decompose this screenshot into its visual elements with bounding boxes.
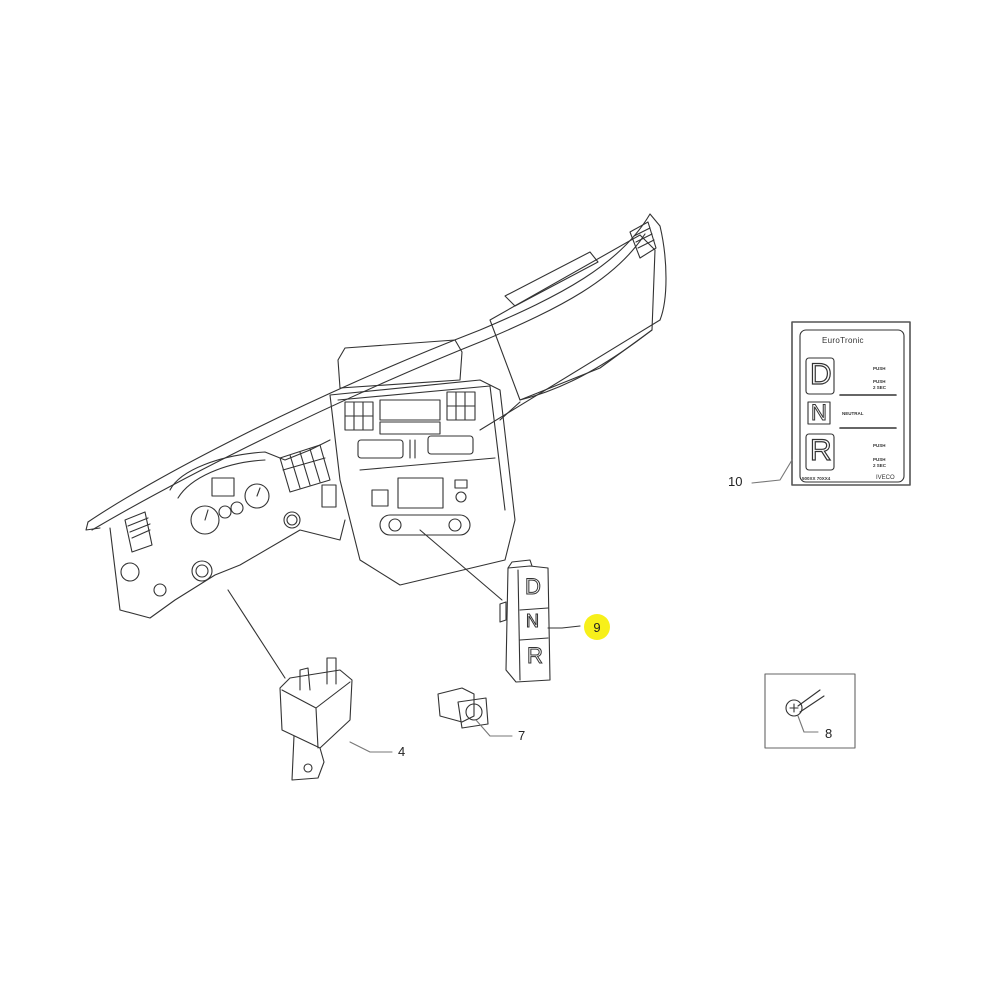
callout-10: 10 <box>728 474 743 489</box>
switch-cap-part <box>437 687 513 737</box>
decal-letter-d: D <box>809 358 832 391</box>
selector-key-r: R <box>527 643 544 668</box>
decal-d-line-1: PUSH <box>873 366 886 371</box>
gear-selector-part <box>499 559 581 683</box>
decal-d-line-2: PUSH <box>873 379 886 384</box>
relay-part <box>279 657 393 781</box>
callout-9-highlighted: 9 <box>584 614 610 640</box>
callout-8: 8 <box>825 726 833 741</box>
leader-line-9 <box>419 529 503 601</box>
decal-letter-r: R <box>809 434 832 467</box>
callout-4: 4 <box>398 744 406 759</box>
dashboard <box>85 213 667 619</box>
decal-title: EuroTronic <box>822 336 864 345</box>
leader-line-4 <box>227 589 286 679</box>
decal-n-line-1: NEUTRAL <box>842 411 864 416</box>
screw-part <box>764 673 856 749</box>
decal-part <box>751 321 911 486</box>
decal-r-line-2: PUSH <box>873 457 886 462</box>
decal-footer-right: IVECO <box>876 475 895 481</box>
selector-key-d: D <box>525 574 542 599</box>
decal-r-line-3: 2 SEC <box>873 463 887 468</box>
decal-d-line-3: 2 SEC <box>873 385 887 390</box>
selector-key-n: N <box>526 611 540 631</box>
decal-r-line-1: PUSH <box>873 443 886 448</box>
decal-footer-left: 500XX 70XX4 <box>802 476 831 481</box>
decal-letter-n: N <box>811 400 828 425</box>
callout-7: 7 <box>518 728 526 743</box>
